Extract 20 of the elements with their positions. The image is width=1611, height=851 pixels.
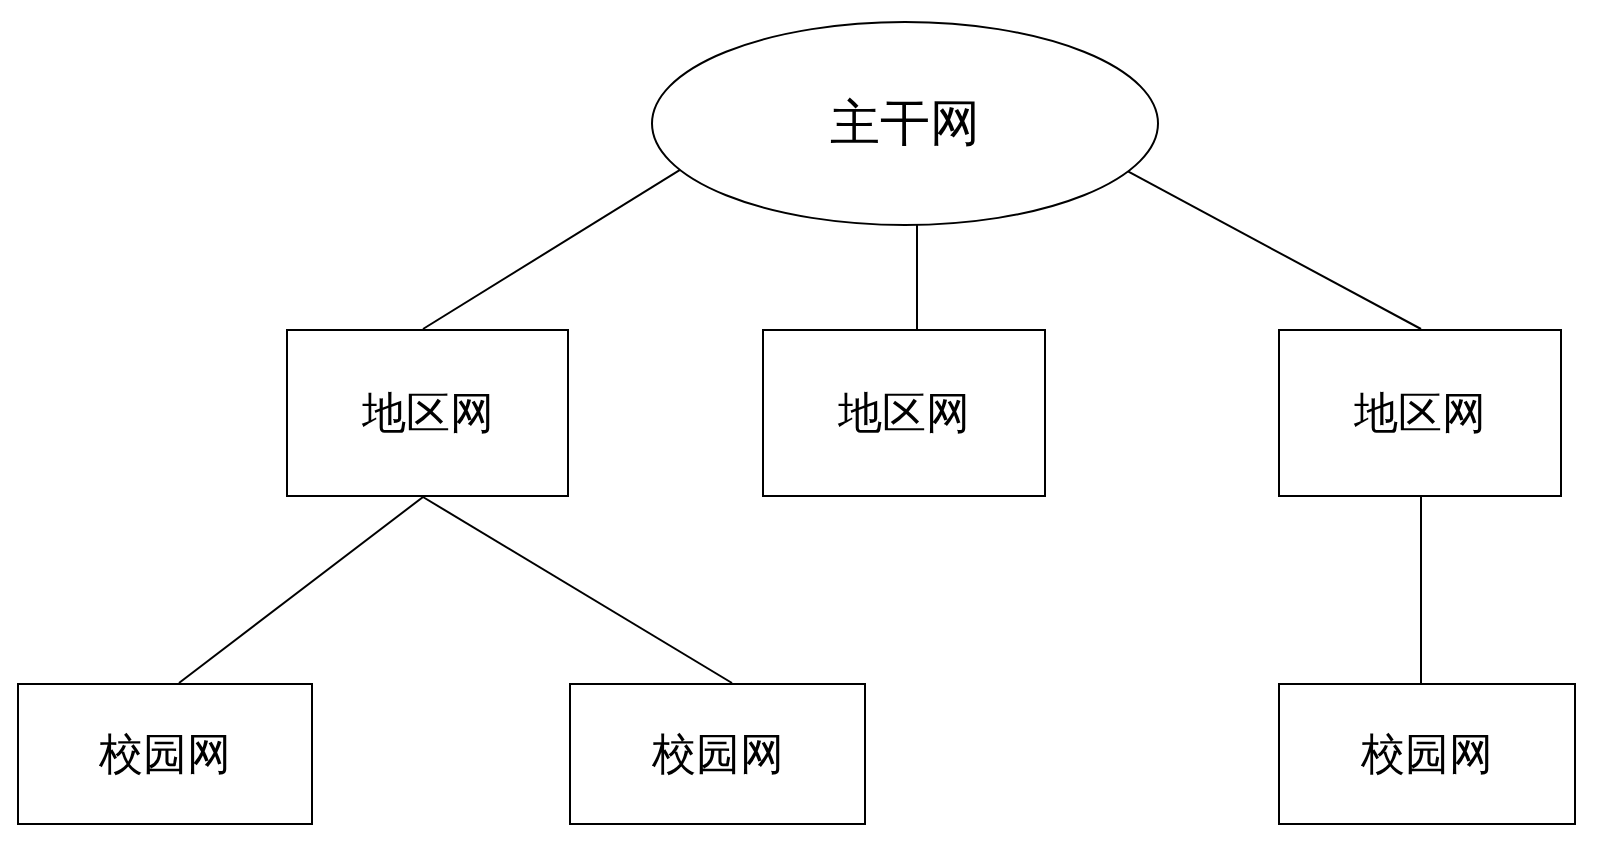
network-box xyxy=(286,329,569,497)
network-box xyxy=(569,683,866,825)
network-box xyxy=(1278,683,1576,825)
connector-line xyxy=(1420,496,1422,684)
network-box xyxy=(1278,329,1562,497)
connector-line xyxy=(422,496,733,684)
network-box xyxy=(17,683,313,825)
connector-line xyxy=(1127,170,1422,330)
connector-line xyxy=(422,168,681,330)
network-ellipse xyxy=(651,21,1159,226)
network-label: 校园网 xyxy=(651,728,784,781)
network-label: 主干网 xyxy=(830,94,980,153)
network-label: 地区网 xyxy=(838,387,970,440)
network-label: 地区网 xyxy=(361,387,494,440)
connector-line xyxy=(916,223,918,330)
network-box xyxy=(762,329,1046,497)
network-label: 地区网 xyxy=(1354,387,1486,440)
network-label: 校园网 xyxy=(1361,728,1493,781)
network-label: 校园网 xyxy=(99,728,231,781)
connector-line xyxy=(178,496,424,684)
